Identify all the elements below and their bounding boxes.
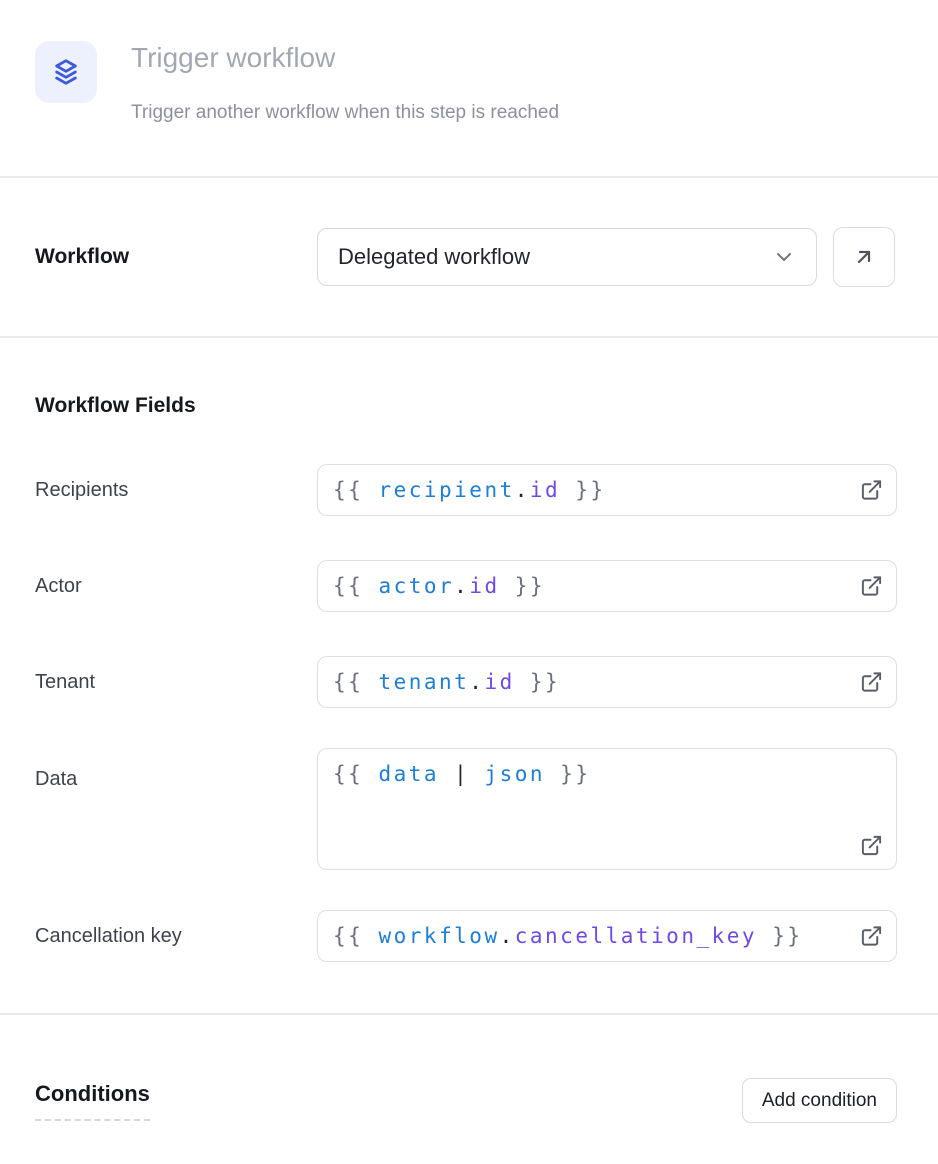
tenant-liquid-value: {{ tenant.id }} bbox=[333, 670, 561, 694]
add-condition-button[interactable]: Add condition bbox=[741, 1078, 897, 1123]
external-link-icon[interactable] bbox=[860, 575, 883, 598]
external-link-icon[interactable] bbox=[860, 834, 883, 857]
field-row-actor: Actor {{ actor.id }} bbox=[35, 560, 897, 612]
workflow-selected-value: Delegated workflow bbox=[338, 244, 530, 269]
cancellation-key-label: Cancellation key bbox=[35, 924, 182, 947]
external-link-icon[interactable] bbox=[860, 671, 883, 694]
recipients-liquid-value: {{ recipient.id }} bbox=[333, 478, 606, 502]
workflow-select[interactable]: Delegated workflow bbox=[317, 228, 817, 286]
field-row-tenant: Tenant {{ tenant.id }} bbox=[35, 656, 897, 708]
recipients-liquid-input[interactable]: {{ recipient.id }} bbox=[317, 464, 897, 516]
workflow-select-row: Workflow Delegated workflow bbox=[0, 176, 938, 336]
recipients-label: Recipients bbox=[35, 478, 129, 501]
external-link-icon[interactable] bbox=[860, 925, 883, 948]
actor-liquid-input[interactable]: {{ actor.id }} bbox=[317, 560, 897, 612]
conditions-section: Conditions Add condition bbox=[0, 1013, 938, 1123]
arrow-up-right-icon bbox=[852, 245, 876, 269]
trigger-workflow-step-icon bbox=[35, 41, 97, 103]
data-label: Data bbox=[35, 768, 78, 790]
step-header: Trigger workflow Trigger another workflo… bbox=[0, 0, 938, 176]
chevron-down-icon bbox=[772, 245, 796, 269]
cancellation-key-liquid-input[interactable]: {{ workflow.cancellation_key }} bbox=[317, 910, 897, 962]
data-liquid-value: {{ data | json }} bbox=[333, 762, 591, 786]
data-liquid-textarea[interactable]: {{ data | json }} bbox=[317, 748, 897, 870]
tenant-label: Tenant bbox=[35, 670, 96, 693]
workflow-fields-heading: Workflow Fields bbox=[35, 394, 196, 417]
workflow-label: Workflow bbox=[35, 245, 130, 268]
conditions-heading: Conditions bbox=[35, 1081, 150, 1121]
tenant-liquid-input[interactable]: {{ tenant.id }} bbox=[317, 656, 897, 708]
open-workflow-button[interactable] bbox=[833, 227, 895, 287]
workflow-fields-section: Workflow Fields Recipients {{ recipient.… bbox=[0, 336, 938, 1013]
cancellation-key-liquid-value: {{ workflow.cancellation_key }} bbox=[333, 924, 803, 948]
actor-label: Actor bbox=[35, 574, 82, 597]
field-row-recipients: Recipients {{ recipient.id }} bbox=[35, 464, 897, 516]
external-link-icon[interactable] bbox=[860, 479, 883, 502]
field-row-cancellation-key: Cancellation key {{ workflow.cancellatio… bbox=[35, 910, 897, 962]
step-title[interactable]: Trigger workflow bbox=[131, 42, 336, 73]
actor-liquid-value: {{ actor.id }} bbox=[333, 574, 546, 598]
field-row-data: Data {{ data | json }} bbox=[35, 748, 897, 870]
layers-icon bbox=[50, 56, 82, 88]
step-subtitle: Trigger another workflow when this step … bbox=[131, 102, 560, 123]
